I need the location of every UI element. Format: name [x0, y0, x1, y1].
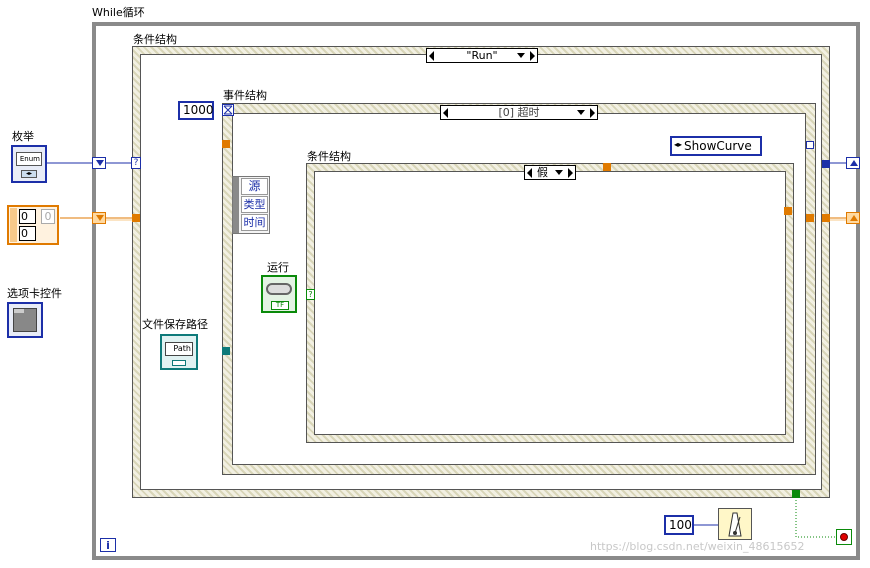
enum-control-icon[interactable]: Enum ◂▸	[11, 145, 47, 183]
timeout-terminal-icon	[222, 104, 234, 116]
cluster-inner-tunnel	[603, 163, 611, 171]
path-tunnel	[222, 347, 230, 355]
cluster-control[interactable]: 0 0 0	[7, 205, 59, 245]
inner-case-selector-value: 假	[537, 166, 548, 179]
prev-case-icon[interactable]	[429, 51, 434, 61]
timeout-constant[interactable]: 1000	[178, 101, 214, 120]
event-data-source[interactable]: 源	[241, 178, 268, 195]
prev-case-icon[interactable]	[527, 168, 532, 178]
enum-label: 枚举	[12, 130, 34, 143]
cluster-event-out-tunnel	[806, 214, 814, 222]
wait-constant[interactable]: 100	[664, 515, 694, 535]
tf-glyph: TF	[271, 301, 289, 310]
outer-case-selector-value: "Run"	[466, 49, 498, 62]
chevron-down-icon[interactable]	[555, 170, 563, 175]
event-data-node[interactable]: 源 类型 时间	[232, 176, 270, 234]
inner-case-interior	[314, 171, 786, 435]
cluster-tunnel	[92, 212, 106, 224]
metronome-icon	[728, 512, 742, 537]
stop-tunnel	[792, 490, 800, 498]
iteration-terminal: i	[100, 538, 116, 552]
ring-outer-out-tunnel	[822, 160, 830, 168]
stop-wire	[795, 494, 836, 538]
ring-value: ShowCurve	[684, 139, 752, 153]
while-loop-frame[interactable]	[92, 22, 860, 560]
inner-selector-terminal: ?	[306, 289, 315, 300]
next-event-icon[interactable]	[590, 108, 595, 118]
event-data-time[interactable]: 时间	[241, 214, 268, 231]
cluster-stepper-icon	[10, 208, 17, 242]
inner-case-selector[interactable]: 假	[524, 165, 576, 180]
enum-tunnel	[92, 157, 106, 169]
event-struct-label: 事件结构	[223, 89, 267, 102]
watermark: https://blog.csdn.net/weixin_48615652	[590, 540, 805, 553]
outer-case-label: 条件结构	[133, 33, 177, 46]
path-browse-icon	[172, 360, 186, 366]
run-label: 运行	[267, 261, 289, 274]
event-selector[interactable]: [0] 超时	[440, 105, 598, 120]
prev-event-icon[interactable]	[443, 108, 448, 118]
stop-terminal[interactable]	[836, 529, 852, 545]
next-case-icon[interactable]	[568, 168, 573, 178]
event-data-node-bar	[233, 177, 239, 233]
cluster-value-2[interactable]: 0	[19, 226, 36, 241]
run-boolean-icon[interactable]: TF	[261, 275, 297, 313]
inner-case-label: 条件结构	[307, 150, 351, 163]
stop-icon	[840, 533, 848, 541]
path-glyph: Path	[165, 342, 193, 356]
cluster-constant[interactable]: 0	[41, 209, 55, 224]
cluster-outer-tunnel	[132, 214, 140, 222]
showcurve-ring-constant[interactable]: ◂▸ ShowCurve	[670, 136, 762, 156]
event-data-type[interactable]: 类型	[241, 196, 268, 213]
path-control-icon[interactable]: Path	[160, 334, 198, 370]
event-selector-value: [0] 超时	[498, 106, 540, 119]
next-case-icon[interactable]	[530, 51, 535, 61]
chevron-down-icon[interactable]	[577, 110, 585, 115]
tab-control-icon[interactable]	[7, 302, 43, 338]
wait-ms-icon[interactable]	[718, 508, 752, 540]
toggle-glyph	[266, 283, 292, 295]
chevron-down-icon[interactable]	[517, 53, 525, 58]
case-selector-terminal: ?	[131, 157, 141, 169]
path-label: 文件保存路径	[142, 318, 208, 331]
enum-glyph: Enum	[16, 152, 42, 166]
outer-case-selector[interactable]: "Run"	[426, 48, 538, 63]
tab-control-label: 选项卡控件	[7, 287, 62, 300]
cluster-inner-out-tunnel	[784, 207, 792, 215]
ring-stepper-icon: ◂▸	[674, 140, 683, 149]
enum-shift-register	[846, 157, 860, 169]
cluster-outer-out-tunnel	[822, 214, 830, 222]
while-loop-label: While循环	[92, 6, 145, 19]
ring-event-out-tunnel	[806, 141, 814, 149]
cluster-value-1[interactable]: 0	[19, 209, 36, 224]
tab-glyph-tab	[14, 309, 24, 313]
cluster-shift-register	[846, 212, 860, 224]
cluster-event-tunnel	[222, 140, 230, 148]
enum-stepper-icon: ◂▸	[21, 170, 37, 178]
